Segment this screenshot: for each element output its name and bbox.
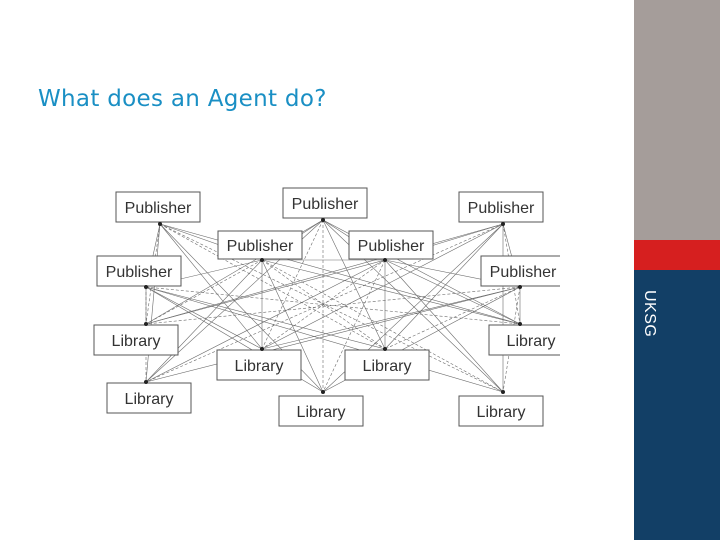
connection-line — [145, 259, 263, 383]
connection-point — [383, 258, 387, 262]
publisher-node: Publisher — [217, 230, 303, 260]
publisher-node-frame — [282, 187, 368, 219]
publisher-node-frame — [217, 230, 303, 260]
slide-title: What does an Agent do? — [38, 86, 327, 112]
publisher-node: Publisher — [480, 255, 560, 287]
publisher-node: Publisher — [458, 191, 544, 223]
library-node-label: Library — [363, 358, 412, 375]
library-node: Library — [278, 395, 364, 427]
library-node-frame — [458, 395, 544, 427]
connection-line — [145, 259, 386, 325]
connection-line — [145, 223, 161, 383]
library-node: Library — [93, 324, 179, 356]
connection-point — [144, 285, 148, 289]
publisher-node-label: Publisher — [468, 200, 535, 217]
library-node: Library — [458, 395, 544, 427]
publisher-node: Publisher — [115, 191, 201, 223]
library-node-frame — [344, 349, 430, 381]
library-node-label: Library — [477, 404, 526, 421]
connection-point — [144, 380, 148, 384]
connection-point — [260, 258, 264, 262]
publisher-node: Publisher — [96, 255, 182, 287]
publisher-node-label: Publisher — [358, 238, 425, 255]
connection-point — [158, 222, 162, 226]
connection-point — [144, 322, 148, 326]
connection-line — [145, 223, 504, 325]
publisher-node: Publisher — [348, 230, 434, 260]
connection-line — [384, 259, 521, 325]
connection-point — [501, 390, 505, 394]
sidebar-vertical-label: UKSG — [641, 290, 658, 338]
publisher-node-label: Publisher — [227, 238, 294, 255]
publisher-node: Publisher — [282, 187, 368, 219]
library-node-label: Library — [112, 333, 161, 350]
connection-point — [321, 218, 325, 222]
connection-line — [159, 223, 521, 325]
connection-line — [145, 223, 504, 383]
connection-line — [261, 259, 386, 350]
connection-line — [159, 223, 504, 393]
connection-line — [502, 286, 521, 393]
connection-line — [145, 259, 263, 325]
library-node-frame — [106, 382, 192, 414]
connection-point — [518, 285, 522, 289]
connection-point — [383, 347, 387, 351]
connection-line — [159, 223, 386, 350]
library-node: Library — [106, 382, 192, 414]
sidebar-brand-band: swets — [634, 240, 720, 500]
library-node-label: Library — [297, 404, 346, 421]
connection-line — [261, 259, 521, 325]
publisher-node-frame — [115, 191, 201, 223]
publisher-node-label: Publisher — [292, 196, 359, 213]
connection-line — [145, 286, 504, 393]
connection-line — [384, 259, 504, 393]
publisher-node-label: Publisher — [106, 264, 173, 281]
library-node-label: Library — [125, 391, 174, 408]
connection-point — [321, 390, 325, 394]
connection-line — [261, 259, 324, 393]
connection-line — [145, 286, 386, 350]
sidebar-bottom-band — [634, 270, 720, 540]
library-node: Library — [488, 324, 560, 356]
sidebar-top-band — [634, 0, 720, 240]
library-node-frame — [93, 324, 179, 356]
connection-lines — [145, 219, 521, 393]
connection-line — [145, 286, 521, 383]
connection-line — [159, 223, 263, 350]
publisher-node-label: Publisher — [490, 264, 557, 281]
library-node: Library — [344, 349, 430, 381]
publisher-node-frame — [348, 230, 434, 260]
sidebar: swets — [634, 0, 720, 540]
library-node: Library — [216, 349, 302, 381]
library-node-label: Library — [507, 333, 556, 350]
connection-line — [145, 286, 521, 325]
library-node-frame — [216, 349, 302, 381]
publisher-node-label: Publisher — [125, 200, 192, 217]
library-node-frame — [488, 324, 560, 356]
connection-line — [261, 223, 504, 350]
publisher-node-frame — [480, 255, 560, 287]
connection-point — [518, 322, 522, 326]
connection-line — [322, 219, 386, 350]
publisher-node-frame — [96, 255, 182, 287]
connection-line — [261, 286, 521, 350]
connection-point — [260, 347, 264, 351]
connection-line — [145, 259, 386, 383]
connection-line — [322, 259, 386, 393]
library-node-frame — [278, 395, 364, 427]
connection-line — [384, 223, 504, 350]
library-node-label: Library — [235, 358, 284, 375]
publisher-node-frame — [458, 191, 544, 223]
connection-point — [501, 222, 505, 226]
